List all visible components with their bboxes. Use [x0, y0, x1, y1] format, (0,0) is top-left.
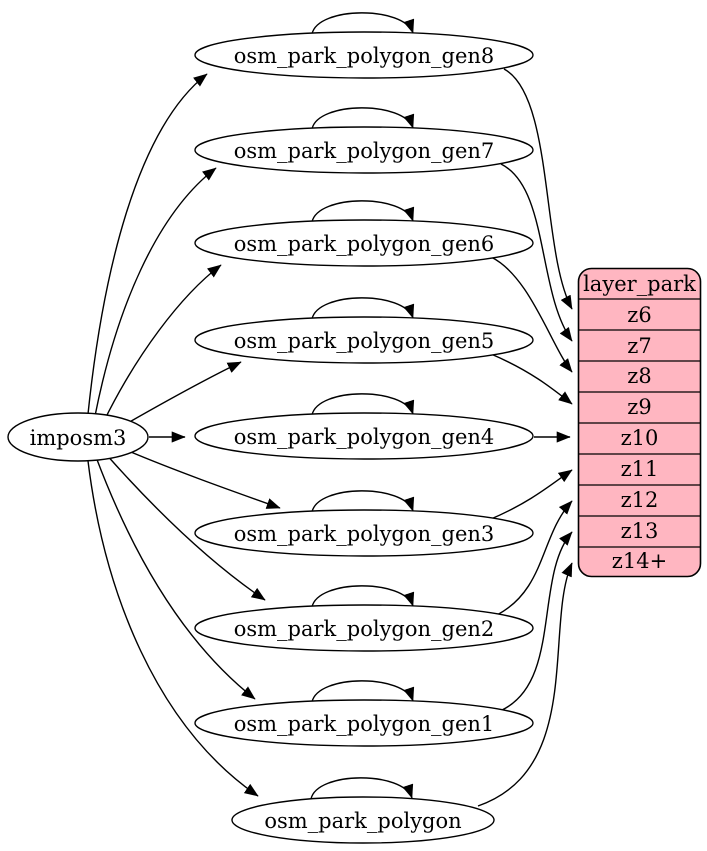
- edges-from-source: [87, 73, 281, 797]
- edge-imposm3-to-gen8: [87, 73, 208, 415]
- node-osm-park-polygon-gen1: osm_park_polygon_gen1: [194, 699, 534, 747]
- edge-gen5-to-z9: [490, 353, 573, 405]
- layer-row-z14plus: z14+: [612, 549, 667, 573]
- layer-row-z11: z11: [621, 457, 659, 481]
- self-loop-gen4: [311, 393, 415, 416]
- self-loop-gen8: [311, 12, 415, 35]
- self-loop-gen5: [311, 297, 415, 320]
- edge-gen1-to-z13: [501, 531, 573, 711]
- gen7-ellipse: [194, 126, 534, 174]
- node-imposm3: imposm3: [7, 412, 149, 462]
- self-loop-gen6: [311, 200, 415, 223]
- layer-park-title: layer_park: [583, 272, 696, 296]
- edge-imposm3-to-gen2: [104, 452, 266, 601]
- gen4-label: osm_park_polygon_gen4: [234, 425, 495, 449]
- node-layer-park: layer_park z6 z7 z8 z9 z10 z11 z12 z13 z…: [577, 267, 702, 578]
- edge-imposm3-to-gen5: [118, 361, 242, 429]
- imposm3-ellipse: [7, 412, 149, 462]
- layer-row-z7: z7: [627, 334, 651, 358]
- imposm3-label: imposm3: [30, 426, 127, 450]
- edge-polygon-to-z14plus: [477, 562, 573, 807]
- self-loop-gen3: [311, 490, 415, 513]
- gen8-ellipse: [194, 31, 534, 79]
- polygon-label: osm_park_polygon: [264, 809, 461, 833]
- node-osm-park-polygon-gen2: osm_park_polygon_gen2: [194, 604, 534, 652]
- node-osm-park-polygon-gen6: osm_park_polygon_gen6: [194, 219, 534, 267]
- gen1-ellipse: [194, 699, 534, 747]
- self-loop-gen2: [311, 585, 415, 608]
- edge-imposm3-to-gen1: [95, 456, 256, 700]
- polygon-ellipse: [231, 796, 495, 844]
- layer-row-z10: z10: [621, 426, 659, 450]
- layer-row-z9: z9: [627, 395, 651, 419]
- edges-to-layer: [477, 68, 573, 807]
- edge-imposm3-to-polygon: [87, 460, 259, 797]
- gen8-label: osm_park_polygon_gen8: [234, 44, 495, 68]
- layer-row-z6: z6: [627, 303, 651, 327]
- edge-gen7-to-z7: [500, 163, 573, 342]
- layer-row-z8: z8: [627, 364, 651, 388]
- edge-gen2-to-z12: [496, 500, 573, 616]
- node-osm-park-polygon-gen3: osm_park_polygon_gen3: [194, 509, 534, 557]
- gen6-ellipse: [194, 219, 534, 267]
- node-osm-park-polygon-gen4: osm_park_polygon_gen4: [194, 412, 534, 460]
- gen7-label: osm_park_polygon_gen7: [234, 139, 495, 163]
- gen3-label: osm_park_polygon_gen3: [234, 522, 495, 546]
- gen5-ellipse: [194, 316, 534, 364]
- edge-gen8-to-z6: [503, 68, 573, 310]
- gen5-label: osm_park_polygon_gen5: [234, 329, 495, 353]
- node-osm-park-polygon-gen7: osm_park_polygon_gen7: [194, 126, 534, 174]
- self-loop-gen1: [311, 680, 415, 703]
- layer-row-z13: z13: [621, 519, 659, 543]
- gen1-label: osm_park_polygon_gen1: [234, 712, 495, 736]
- gen2-ellipse: [194, 604, 534, 652]
- gen6-label: osm_park_polygon_gen6: [234, 232, 495, 256]
- edge-imposm3-to-gen3: [118, 446, 281, 509]
- gen3-ellipse: [194, 509, 534, 557]
- edge-imposm3-to-gen7: [94, 167, 217, 417]
- self-loop-gen7: [311, 107, 415, 130]
- self-loop-polygon: [310, 777, 414, 800]
- edge-gen3-to-z11: [490, 469, 573, 520]
- node-osm-park-polygon-gen5: osm_park_polygon_gen5: [194, 316, 534, 364]
- layer-row-z12: z12: [621, 488, 659, 512]
- node-osm-park-polygon-gen8: osm_park_polygon_gen8: [194, 31, 534, 79]
- self-loops: [310, 12, 415, 800]
- gen2-label: osm_park_polygon_gen2: [234, 617, 495, 641]
- edge-gen6-to-z8: [490, 256, 573, 373]
- node-osm-park-polygon: osm_park_polygon: [231, 796, 495, 844]
- edge-imposm3-to-gen6: [103, 264, 222, 422]
- gen4-ellipse: [194, 412, 534, 460]
